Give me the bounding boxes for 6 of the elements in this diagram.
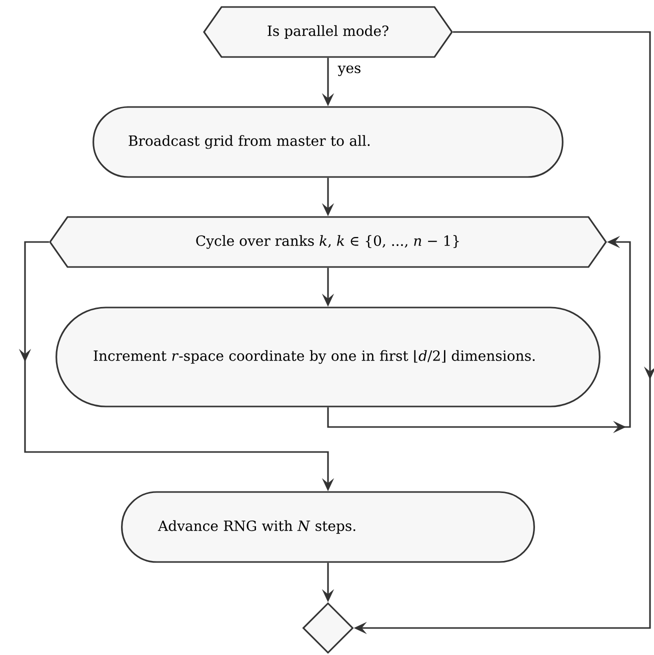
process-box: Increment r-space coordinate by one in first ⌊d/2⌋ dimensions. xyxy=(56,306,600,408)
process-box: Advance RNG with N steps. xyxy=(121,491,535,563)
edge-label: yes xyxy=(336,64,362,78)
decision-hexagon: Is parallel mode? xyxy=(203,6,453,58)
decision-hexagon: Cycle over ranks k, k ∈ {0, ..., n − 1} xyxy=(49,216,607,268)
process-box: Broadcast grid from master to all. xyxy=(92,106,564,178)
